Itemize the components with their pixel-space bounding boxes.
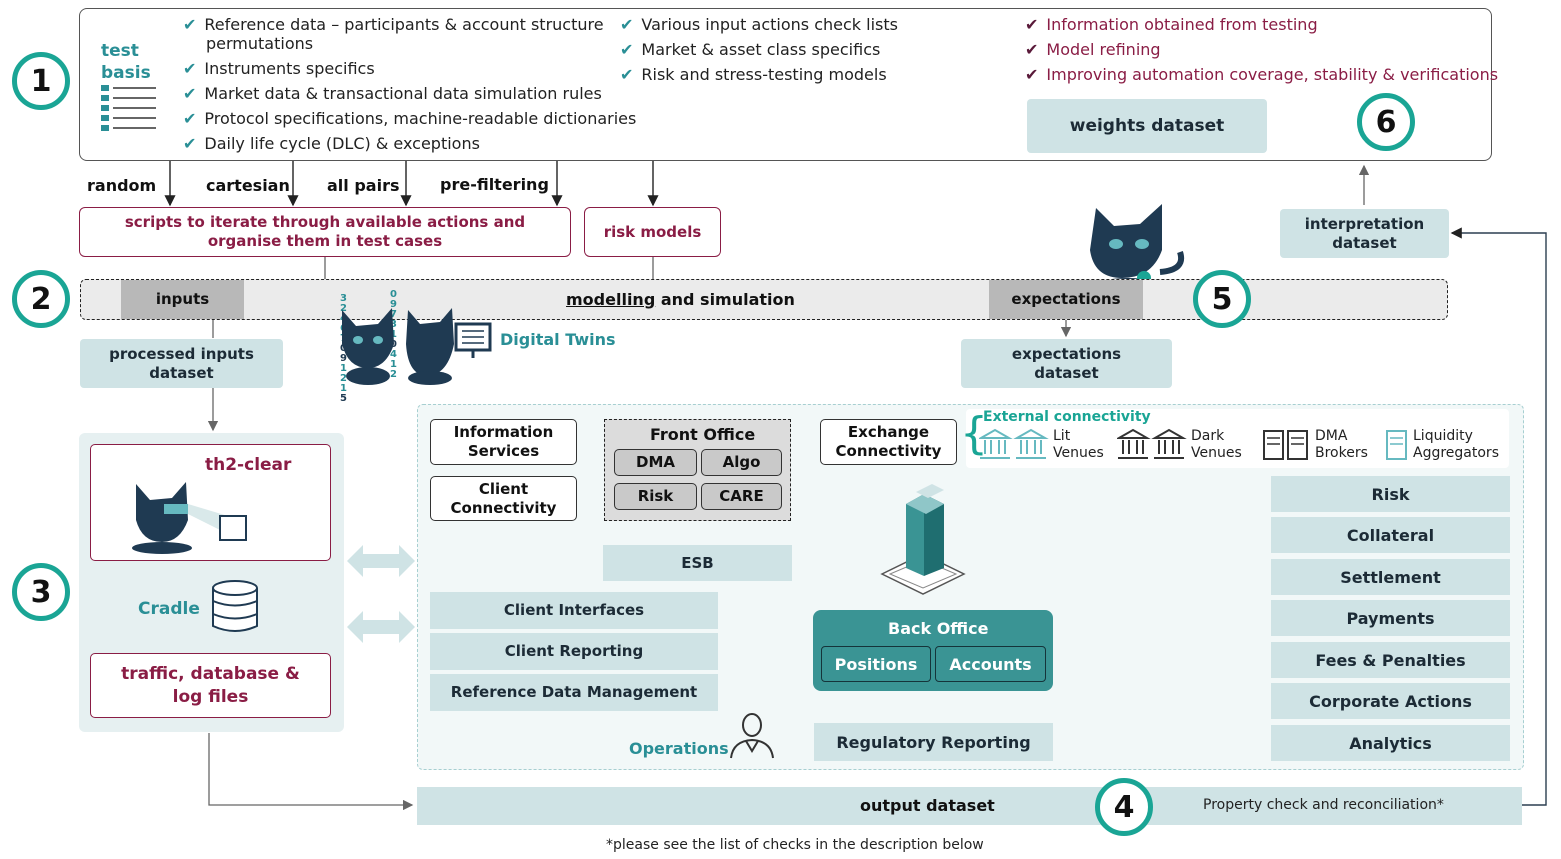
checkmark-icon: ✔ bbox=[1025, 40, 1039, 59]
step-1-badge: 1 bbox=[12, 52, 70, 110]
server-icon bbox=[1385, 429, 1409, 461]
step-6-badge: 6 bbox=[1357, 93, 1415, 151]
bank-icon bbox=[1115, 428, 1187, 462]
digital-twins-label: Digital Twins bbox=[500, 330, 616, 349]
checklist-item-continuation: permutations bbox=[206, 34, 314, 53]
cat-icon bbox=[128, 470, 256, 554]
external-connectivity-title: External connectivity bbox=[983, 409, 1151, 425]
exchange-connectivity: Exchange Connectivity bbox=[820, 419, 957, 465]
cradle-label: Cradle bbox=[138, 599, 200, 619]
traffic-box: traffic, database & log files bbox=[90, 653, 331, 718]
checkmark-icon: ✔ bbox=[620, 40, 634, 59]
database-icon bbox=[210, 578, 260, 636]
weights-dataset: weights dataset bbox=[1027, 99, 1267, 153]
risk-models-box: risk models bbox=[584, 207, 721, 257]
right-box-analytics: Analytics bbox=[1271, 725, 1510, 761]
checkmark-icon: ✔ bbox=[183, 59, 197, 78]
client-connectivity: Client Connectivity bbox=[430, 476, 577, 521]
brace: { bbox=[960, 408, 988, 459]
right-box-payments: Payments bbox=[1271, 600, 1510, 636]
th2-clear-box bbox=[90, 444, 331, 561]
information-services: Information Services bbox=[430, 419, 577, 465]
checkmark-icon: ✔ bbox=[620, 15, 634, 34]
step-3-badge: 3 bbox=[12, 563, 70, 621]
output-dataset-label: output dataset bbox=[860, 796, 995, 815]
front-office-title: Front Office bbox=[650, 425, 756, 444]
checklist-item: ✔Market data & transactional data simula… bbox=[183, 84, 602, 103]
double-arrow-icon bbox=[347, 542, 415, 580]
checklist-item: ✔Daily life cycle (DLC) & exceptions bbox=[183, 134, 480, 153]
right-box-settlement: Settlement bbox=[1271, 559, 1510, 595]
back-office-title: Back Office bbox=[888, 619, 989, 638]
double-arrow-icon bbox=[347, 608, 415, 646]
client-interfaces: Client Interfaces bbox=[430, 592, 718, 629]
fo-care: CARE bbox=[701, 483, 782, 510]
right-box-risk: Risk bbox=[1271, 476, 1510, 512]
bo-accounts: Accounts bbox=[935, 646, 1046, 682]
checklist-item: ✔Reference data – participants & account… bbox=[183, 15, 604, 34]
checkmark-icon: ✔ bbox=[183, 15, 197, 34]
checklist-item: ✔Protocol specifications, machine-readab… bbox=[183, 109, 637, 128]
footnote: *please see the list of checks in the de… bbox=[606, 837, 984, 853]
checklist-item: ✔Model refining bbox=[1025, 40, 1161, 59]
fo-algo: Algo bbox=[701, 449, 782, 476]
bank-icon bbox=[977, 428, 1049, 462]
output-bar bbox=[417, 787, 1522, 825]
cat-icon bbox=[336, 304, 496, 386]
step-5-badge: 5 bbox=[1193, 270, 1251, 328]
checkmark-icon: ✔ bbox=[183, 109, 197, 128]
fo-risk: Risk bbox=[614, 483, 697, 510]
checklist-item: ✔Instruments specifics bbox=[183, 59, 375, 78]
client-reporting: Client Reporting bbox=[430, 633, 718, 670]
reference-data-management: Reference Data Management bbox=[430, 674, 718, 711]
property-check-label: Property check and reconciliation* bbox=[1203, 797, 1444, 813]
combinator-label: random bbox=[87, 176, 157, 195]
checklist-item: ✔Various input actions check lists bbox=[620, 15, 898, 34]
right-box-fees-penalties: Fees & Penalties bbox=[1271, 642, 1510, 678]
test-basis-title: test basis bbox=[101, 41, 151, 83]
interpretation-dataset: interpretation dataset bbox=[1280, 209, 1449, 258]
combinator-label: cartesian bbox=[206, 176, 290, 195]
checklist-item: ✔Risk and stress-testing models bbox=[620, 65, 887, 84]
combinator-label: all pairs bbox=[327, 176, 400, 195]
person-icon bbox=[729, 711, 775, 759]
right-box-corporate-actions: Corporate Actions bbox=[1271, 683, 1510, 719]
checklist-item: ✔Information obtained from testing bbox=[1025, 15, 1318, 34]
checklist-item: ✔Improving automation coverage, stabilit… bbox=[1025, 65, 1499, 84]
server-icon bbox=[1262, 429, 1310, 461]
checklist-item: ✔Market & asset class specifics bbox=[620, 40, 881, 59]
fo-dma: DMA bbox=[614, 449, 697, 476]
regulatory-reporting: Regulatory Reporting bbox=[814, 723, 1053, 761]
expectations-dataset: expectations dataset bbox=[961, 339, 1172, 388]
checkmark-icon: ✔ bbox=[620, 65, 634, 84]
expectations-box: expectations bbox=[989, 280, 1143, 319]
step-2-badge: 2 bbox=[12, 270, 70, 328]
inputs-box: inputs bbox=[121, 280, 244, 319]
esb-box: ESB bbox=[603, 545, 792, 581]
step-4-badge: 4 bbox=[1095, 778, 1153, 836]
external-connectivity-panel bbox=[966, 409, 1509, 468]
test-basis-panel bbox=[79, 8, 1492, 161]
checkmark-icon: ✔ bbox=[183, 134, 197, 153]
checkmark-icon: ✔ bbox=[1025, 15, 1039, 34]
checkmark-icon: ✔ bbox=[1025, 65, 1039, 84]
th2-clear-label: th2-clear bbox=[205, 455, 292, 475]
list-icon bbox=[101, 85, 157, 131]
checkmark-icon: ✔ bbox=[183, 84, 197, 103]
operations-label: Operations bbox=[629, 739, 729, 758]
scripts-box: scripts to iterate through available act… bbox=[79, 207, 571, 257]
combinator-label: pre-filtering bbox=[440, 175, 549, 194]
right-box-collateral: Collateral bbox=[1271, 517, 1510, 553]
processed-inputs-dataset: processed inputs dataset bbox=[80, 339, 283, 388]
modelling-title: modelling and simulation bbox=[566, 290, 795, 309]
building-icon bbox=[878, 484, 968, 602]
bo-positions: Positions bbox=[821, 646, 931, 682]
